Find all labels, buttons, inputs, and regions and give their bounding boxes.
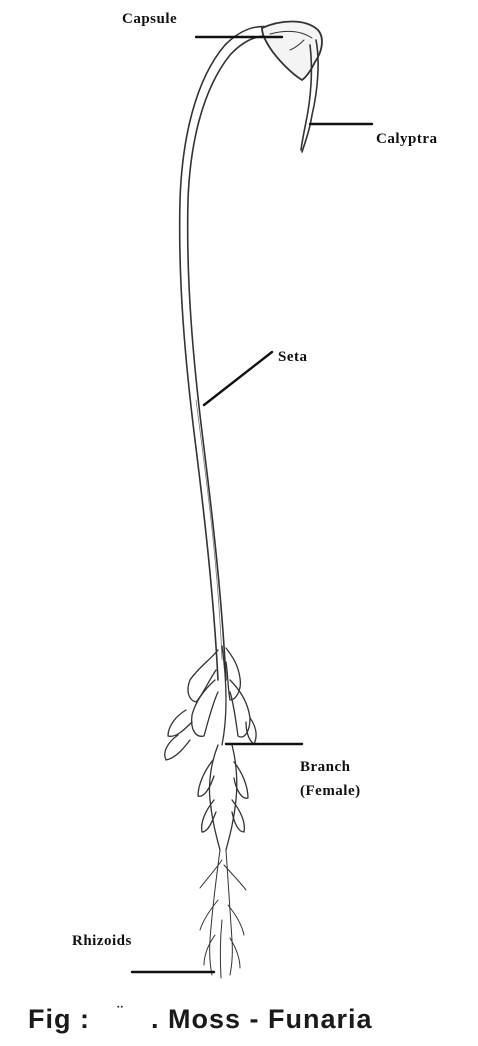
seta-leader: [204, 352, 272, 405]
capsule-shape: [262, 22, 322, 81]
rhizoids-label: Rhizoids: [72, 932, 132, 950]
leafy-gametophore: [165, 646, 256, 850]
capsule-label: Capsule: [122, 10, 177, 28]
rhizoid-strands: [200, 850, 246, 978]
branch-label-line1: Branch: [300, 758, 351, 776]
caption-mark: ¨: [99, 1004, 143, 1022]
calyptra-label: Calyptra: [376, 130, 438, 148]
caption-prefix: Fig :: [28, 1004, 90, 1035]
seta-label: Seta: [278, 348, 308, 366]
seta-stalk: [180, 27, 270, 680]
branch-label-line2: (Female): [300, 782, 361, 800]
leader-lines: [132, 37, 372, 972]
caption-title: . Moss - Funaria: [151, 1004, 373, 1035]
figure-caption: Fig : ¨ . Moss - Funaria: [28, 1004, 373, 1035]
